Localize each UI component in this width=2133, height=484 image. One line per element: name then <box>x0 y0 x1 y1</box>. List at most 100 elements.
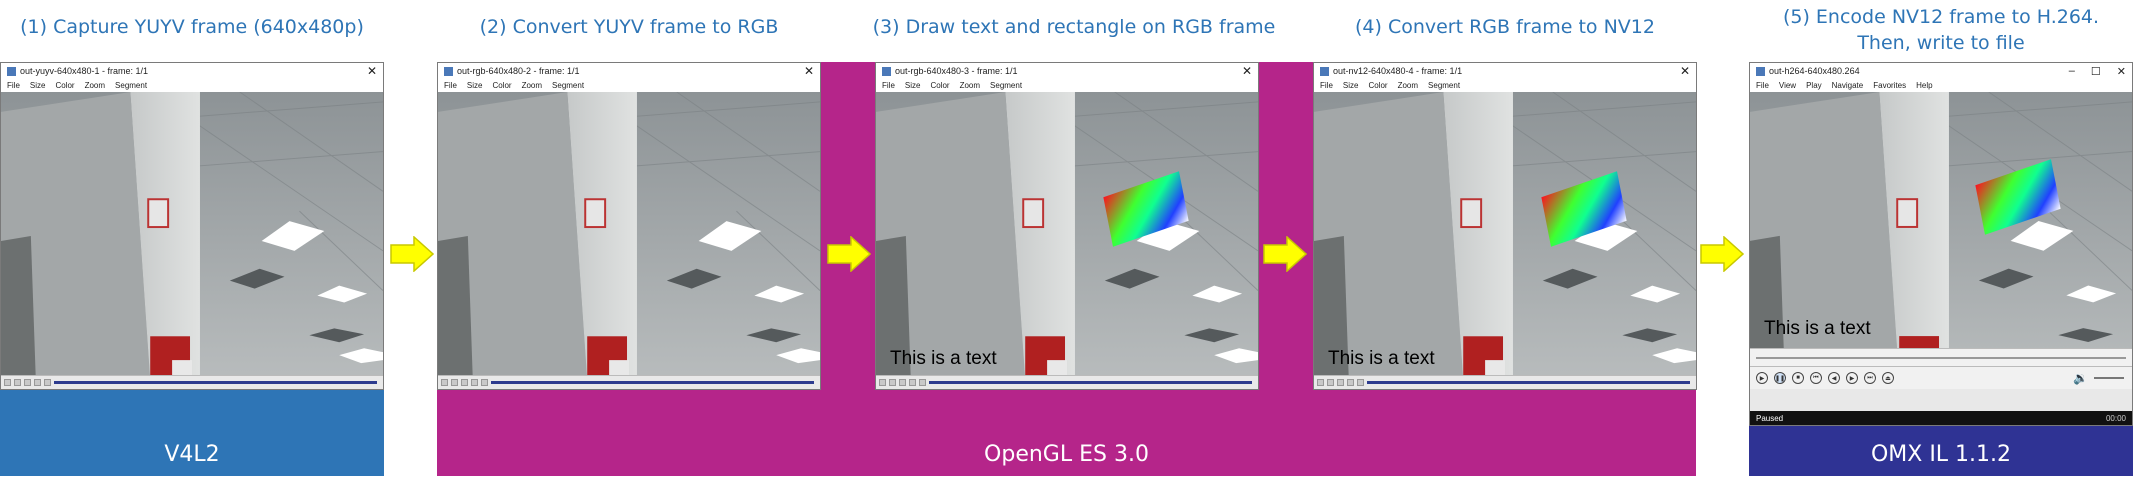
next-icon[interactable]: ⏭ <box>1864 372 1876 384</box>
omx-label: OMX IL 1.1.2 <box>1870 442 2012 467</box>
arrow-right-icon <box>1700 236 1744 272</box>
frame-scrollbar[interactable] <box>1314 375 1696 389</box>
arrow-right-icon <box>827 236 871 272</box>
menubar: File Size Color Zoom Segment <box>876 79 1258 92</box>
menubar: File Size Color Zoom Segment <box>1314 79 1696 92</box>
menu-size[interactable]: Size <box>1342 81 1359 90</box>
menubar: File View Play Navigate Favorites Help <box>1750 79 2132 92</box>
menubar: File Size Color Zoom Segment <box>1 79 383 92</box>
window-titlebar: out-yuyv-640x480-1 - frame: 1/1 ✕ <box>1 63 383 79</box>
forward-icon[interactable]: ▶ <box>1846 372 1858 384</box>
drawn-text: This is a text <box>1328 348 1435 369</box>
menubar: File Size Color Zoom Segment <box>438 79 820 92</box>
app-icon <box>1756 66 1765 76</box>
close-icon[interactable]: ✕ <box>366 64 377 78</box>
video-frame <box>438 92 820 376</box>
menu-navigate[interactable]: Navigate <box>1831 81 1864 90</box>
seek-bar[interactable] <box>1750 348 2132 367</box>
menu-color[interactable]: Color <box>1368 81 1388 90</box>
video-frame <box>1 92 383 376</box>
window-titlebar: out-rgb-640x480-2 - frame: 1/1 ✕ <box>438 63 820 79</box>
drawn-text: This is a text <box>1764 318 1871 339</box>
frame-scrollbar[interactable] <box>876 375 1258 389</box>
volume-slider[interactable] <box>2094 377 2124 379</box>
menu-size[interactable]: Size <box>466 81 483 90</box>
window-title: out-rgb-640x480-3 - frame: 1/1 <box>895 66 1018 76</box>
opengl-label: OpenGL ES 3.0 <box>984 442 1149 467</box>
menu-file[interactable]: File <box>1320 81 1333 90</box>
window-title: out-rgb-640x480-2 - frame: 1/1 <box>457 66 580 76</box>
frame-scrollbar[interactable] <box>1 375 383 389</box>
video-frame: This is a text <box>876 92 1258 376</box>
menu-zoom[interactable]: Zoom <box>1397 81 1419 90</box>
menu-help[interactable]: Help <box>1916 81 1933 90</box>
arrow-right-icon <box>1263 236 1307 272</box>
viewer-window-4: out-nv12-640x480-4 - frame: 1/1 ✕ File S… <box>1313 62 1697 390</box>
window-titlebar: out-h264-640x480.264 – ☐ ✕ <box>1750 63 2132 79</box>
maximize-icon[interactable]: ☐ <box>2090 65 2101 78</box>
menu-file[interactable]: File <box>7 81 20 90</box>
video-frame: This is a text <box>1750 92 2132 348</box>
minimize-icon[interactable]: – <box>2068 64 2075 77</box>
viewer-window-1: out-yuyv-640x480-1 - frame: 1/1 ✕ File S… <box>0 62 384 390</box>
menu-color[interactable]: Color <box>55 81 75 90</box>
menu-segment[interactable]: Segment <box>115 81 148 90</box>
drawn-text: This is a text <box>890 348 997 369</box>
player-window: out-h264-640x480.264 – ☐ ✕ File View Pla… <box>1749 62 2133 426</box>
menu-file[interactable]: File <box>882 81 895 90</box>
video-frame: This is a text <box>1314 92 1696 376</box>
volume-icon[interactable]: 🔉 <box>2073 371 2088 385</box>
frame-scrollbar[interactable] <box>438 375 820 389</box>
play-icon[interactable]: ▶ <box>1756 372 1768 384</box>
menu-play[interactable]: Play <box>1806 81 1822 90</box>
menu-size[interactable]: Size <box>904 81 921 90</box>
menu-view[interactable]: View <box>1778 81 1797 90</box>
stage-4-title: (4) Convert RGB frame to NV12 <box>1354 16 1655 38</box>
player-spacer <box>1750 389 2132 411</box>
menu-zoom[interactable]: Zoom <box>959 81 981 90</box>
close-icon[interactable]: ✕ <box>1679 64 1690 78</box>
v4l2-band <box>0 390 384 476</box>
menu-zoom[interactable]: Zoom <box>84 81 106 90</box>
stage-2-title: (2) Convert YUYV frame to RGB <box>479 16 779 38</box>
arrow-right-icon <box>390 236 434 272</box>
time-readout: 00:00 <box>2105 413 2126 423</box>
stage-3-title: (3) Draw text and rectangle on RGB frame <box>872 16 1276 38</box>
app-icon <box>444 66 453 76</box>
menu-size[interactable]: Size <box>29 81 46 90</box>
menu-file[interactable]: File <box>444 81 457 90</box>
rewind-icon[interactable]: ◀ <box>1828 372 1840 384</box>
close-icon[interactable]: ✕ <box>1241 64 1252 78</box>
menu-segment[interactable]: Segment <box>552 81 585 90</box>
pause-icon[interactable]: ❚❚ <box>1774 372 1786 384</box>
window-title: out-h264-640x480.264 <box>1769 66 1860 76</box>
status-bar: Paused 00:00 <box>1750 411 2132 425</box>
eject-icon[interactable]: ⏏ <box>1882 372 1894 384</box>
menu-segment[interactable]: Segment <box>1428 81 1461 90</box>
viewer-window-3: out-rgb-640x480-3 - frame: 1/1 ✕ File Si… <box>875 62 1259 390</box>
stage-5-title: (5) Encode NV12 frame to H.264. Then, wr… <box>1749 4 2133 56</box>
window-title: out-yuyv-640x480-1 - frame: 1/1 <box>20 66 149 76</box>
player-controls: ▶ ❚❚ ■ ⏮ ◀ ▶ ⏭ ⏏ 🔉 <box>1750 366 2132 389</box>
menu-zoom[interactable]: Zoom <box>521 81 543 90</box>
menu-color[interactable]: Color <box>492 81 512 90</box>
menu-segment[interactable]: Segment <box>990 81 1023 90</box>
menu-favorites[interactable]: Favorites <box>1873 81 1907 90</box>
window-titlebar: out-rgb-640x480-3 - frame: 1/1 ✕ <box>876 63 1258 79</box>
stage-5-title-line2: Then, write to file <box>1857 32 2025 54</box>
app-icon <box>882 66 891 76</box>
stop-icon[interactable]: ■ <box>1792 372 1804 384</box>
stage-5-title-line1: (5) Encode NV12 frame to H.264. <box>1782 6 2100 28</box>
prev-icon[interactable]: ⏮ <box>1810 372 1822 384</box>
menu-file[interactable]: File <box>1756 81 1769 90</box>
status-text: Paused <box>1756 413 1784 423</box>
window-title: out-nv12-640x480-4 - frame: 1/1 <box>1333 66 1463 76</box>
v4l2-label: V4L2 <box>164 442 220 467</box>
window-titlebar: out-nv12-640x480-4 - frame: 1/1 ✕ <box>1314 63 1696 79</box>
app-icon <box>1320 66 1329 76</box>
viewer-window-2: out-rgb-640x480-2 - frame: 1/1 ✕ File Si… <box>437 62 821 390</box>
menu-color[interactable]: Color <box>930 81 950 90</box>
app-icon <box>7 66 16 76</box>
close-icon[interactable]: ✕ <box>2116 65 2126 78</box>
close-icon[interactable]: ✕ <box>803 64 814 78</box>
